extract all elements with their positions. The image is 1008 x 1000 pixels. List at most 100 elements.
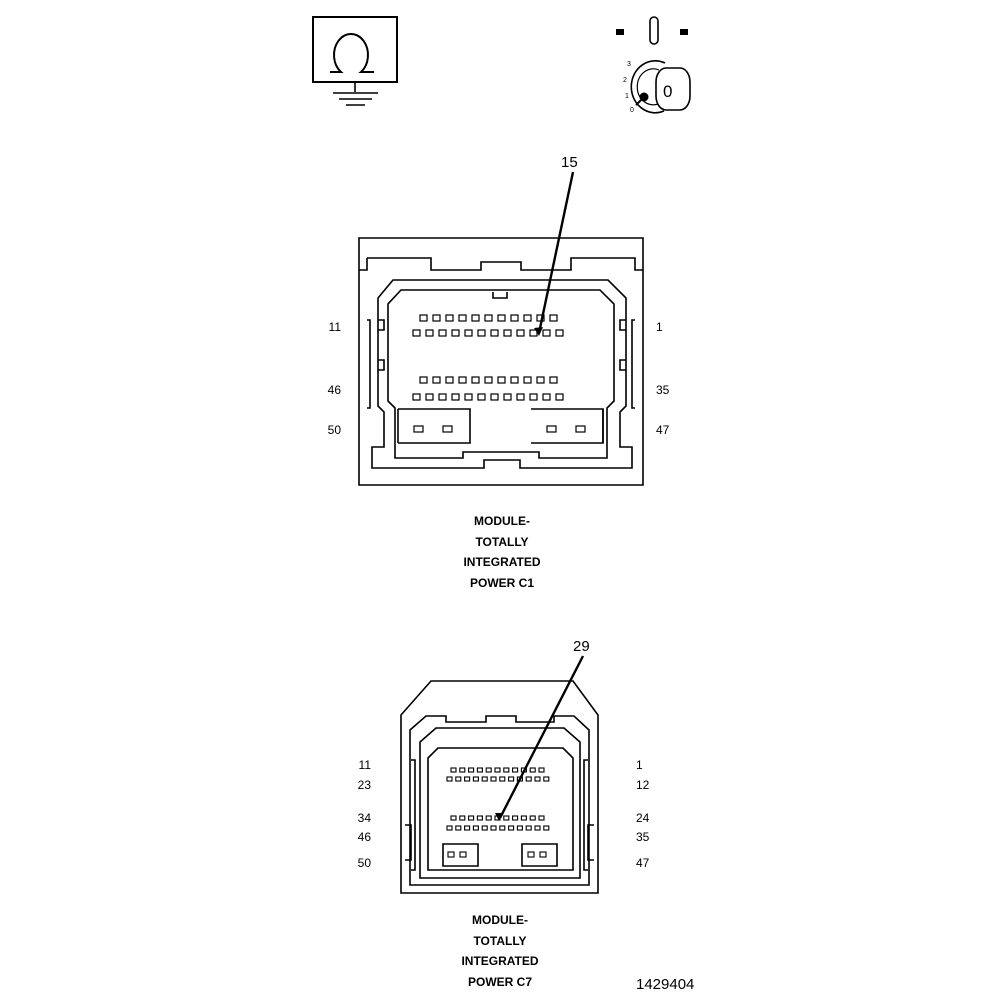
pin-cavity [481,825,488,831]
pin-cavity [525,776,532,782]
pin-cavity [438,393,447,401]
pin-cavity [471,314,480,322]
pin-cavity [477,393,486,401]
c1-pin-label-left-top: 11 [328,320,341,334]
pin-cavity [490,329,499,337]
pin-cavity [543,776,550,782]
pin-cavity [538,815,545,821]
pin-cavity [516,825,523,831]
pin-cavity [490,825,497,831]
pin-cavity [451,393,460,401]
pin-cavity [523,376,532,384]
c7-caption-line-4: POWER C7 [467,974,532,989]
pin-cavity [503,767,510,773]
pin-cavity [445,376,454,384]
pin-cavity [503,815,510,821]
pin-cavity [412,329,421,337]
pin-cavity [527,851,535,858]
pin-cavity [497,376,506,384]
pin-cavity [413,425,424,433]
pin-cavity [575,425,586,433]
pin-cavity [458,314,467,322]
pin-cavity [419,314,428,322]
pin-cavity [503,329,512,337]
pin-cavity [468,815,475,821]
pin-cavity [490,393,499,401]
c7-pin-label-right-4: 35 [636,830,650,844]
connector-c1-outline [358,237,644,486]
pin-cavity [450,815,457,821]
pin-cavity [464,393,473,401]
pin-cavity [459,815,466,821]
pin-cavity [425,329,434,337]
pin-cavity [459,767,466,773]
pin-cavity [458,376,467,384]
c1-caption-line-3: INTEGRATED [463,555,541,569]
pin-cavity [485,767,492,773]
c7-pin-label-right-1: 1 [636,758,643,772]
pin-cavity [481,776,488,782]
pin-cavity [476,767,483,773]
pin-cavity [432,376,441,384]
pin-cavity [432,314,441,322]
pin-cavity [445,314,454,322]
pin-cavity [442,425,453,433]
c1-pin-label-right-mid: 35 [656,383,670,397]
pin-cavity [534,825,541,831]
c1-caption-line-4: POWER C1 [469,575,534,590]
c7-pin-label-left-5: 50 [357,856,371,870]
callout-c7-pin: 29 [573,638,590,655]
c7-caption: MODULE- TOTALLY INTEGRATED POWER C7 [400,910,600,992]
pin-cavity [536,376,545,384]
pin-cavity [499,825,506,831]
pin-cavity [503,393,512,401]
pin-cavity [450,767,457,773]
pin-cavity [425,393,434,401]
pin-cavity [529,329,538,337]
pin-cavity [539,851,547,858]
pin-cavity [451,329,460,337]
c7-pin-label-left-4: 46 [357,830,371,844]
callout-c1-pin: 15 [561,154,578,171]
pin-cavity [510,314,519,322]
pin-cavity [455,776,462,782]
pin-cavity [446,825,453,831]
pin-cavity [490,776,497,782]
c1-pin-label-left-bottom: 50 [327,423,341,437]
pin-cavity [512,815,519,821]
c1-caption-line-2: TOTALLY [475,534,529,549]
connector-c7-outline [400,680,599,894]
pin-cavity [529,767,536,773]
pin-cavity [472,776,479,782]
c1-pin-label-right-bottom: 47 [656,423,670,437]
ground-icon [312,16,398,106]
pin-cavity [446,776,453,782]
c7-pin-label-left-2: 23 [357,778,371,792]
pin-cavity [484,376,493,384]
pin-cavity [534,776,541,782]
ignition-pos-0: 0 [630,107,634,114]
pin-cavity [484,314,493,322]
pin-cavity [499,776,506,782]
c7-pin-label-right-3: 24 [636,811,650,825]
c7-pin-label-left-3: 34 [357,811,371,825]
pin-cavity [477,329,486,337]
pin-cavity [529,393,538,401]
pin-cavity [516,329,525,337]
c1-caption: MODULE- TOTALLY INTEGRATED POWER C1 [402,511,602,593]
ignition-key-label: 0 [663,82,672,101]
pin-cavity [508,776,515,782]
pin-cavity [438,329,447,337]
pin-cavity [471,376,480,384]
c7-caption-line-2: TOTALLY [473,933,527,948]
pin-cavity [464,329,473,337]
pin-cavity [555,393,564,401]
callout-arrow-c1 [537,171,575,334]
ignition-pos-2: 2 [623,77,627,84]
pin-cavity [555,329,564,337]
pin-cavity [512,767,519,773]
pin-cavity [459,851,467,858]
pin-cavity [549,314,558,322]
